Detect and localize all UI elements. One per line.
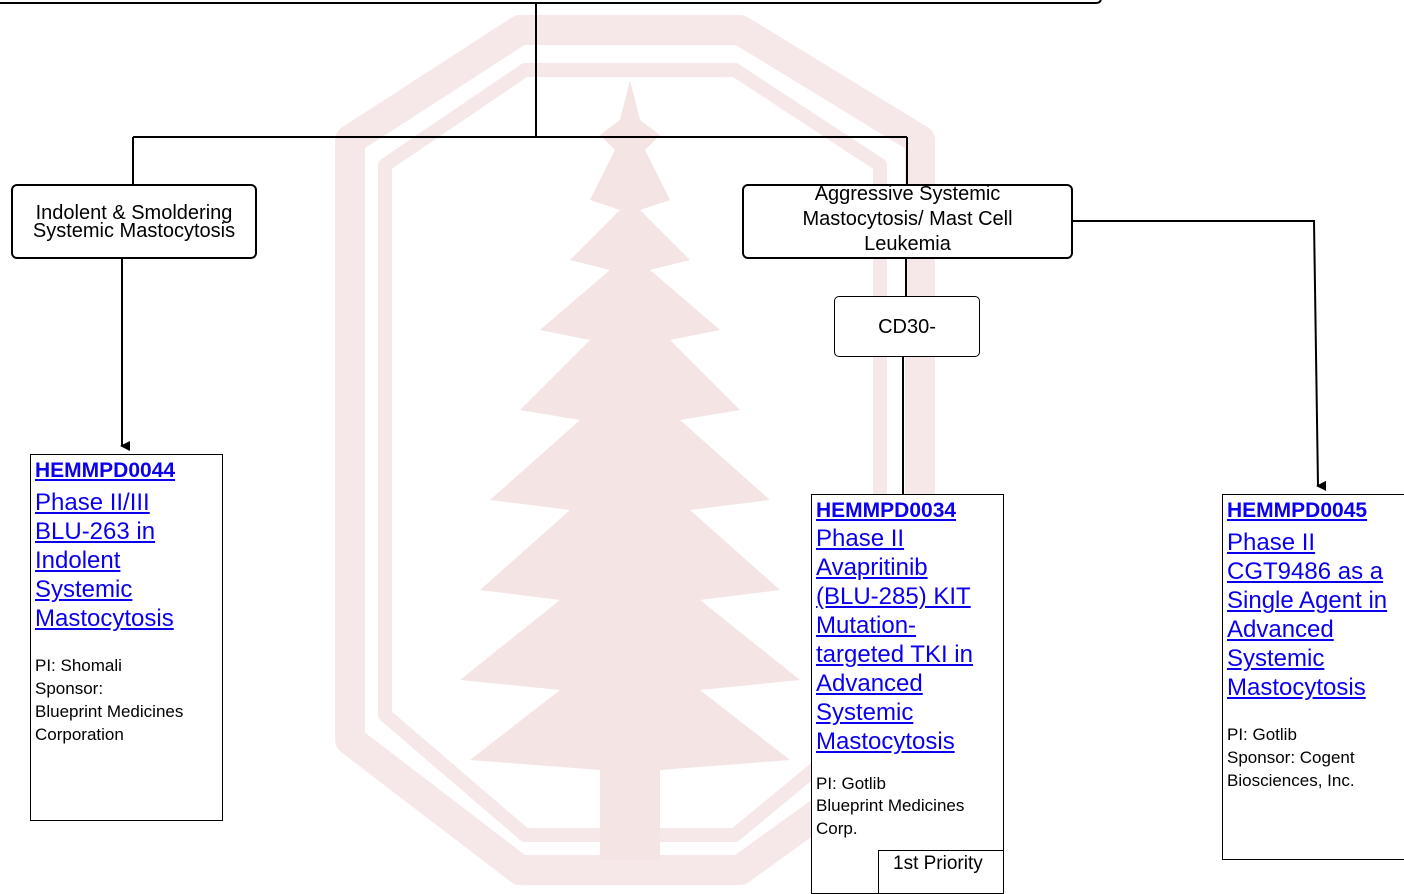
trial-meta-hemmpd0045: PI: Gotlib Sponsor: Cogent Biosciences, …: [1227, 724, 1404, 793]
trial-title-line: Single Agent in: [1227, 587, 1388, 615]
trial-title-link-hemmpd0044[interactable]: Phase II/III BLU-263 in Indolent Systemi…: [35, 488, 218, 633]
trial-title-line: Phase II/III: [35, 489, 150, 517]
aggressive-node-line-1: Aggressive Systemic: [814, 183, 1001, 205]
trial-meta-line: PI: Gotlib: [1227, 725, 1297, 745]
trial-title-line: Systemic: [35, 576, 133, 604]
trial-title-line: Systemic: [816, 699, 914, 727]
cd30-label: CD30-: [878, 315, 936, 338]
cd30-negative-node: CD30-: [834, 296, 980, 357]
indolent-node-line-1: Indolent & Smoldering: [35, 201, 233, 224]
trial-id-link-hemmpd0034[interactable]: HEMMPD0034: [816, 499, 957, 522]
trial-title-line: Avapritinib: [816, 554, 928, 582]
trial-meta-line: Corp.: [816, 819, 858, 839]
priority-label: 1st Priority: [893, 853, 983, 874]
watermark-octagon-inner: [378, 63, 887, 842]
trial-meta-hemmpd0044: PI: Shomali Sponsor: Blueprint Medicines…: [35, 655, 218, 747]
trial-title-line: CGT9486 as a: [1227, 558, 1384, 586]
trial-title-line: Mastocytosis: [816, 728, 955, 756]
trial-title-line: Mastocytosis: [35, 605, 174, 633]
trial-meta-hemmpd0034: PI: Gotlib Blueprint Medicines Corp.: [816, 773, 999, 842]
trial-card-hemmpd0044: HEMMPD0044 Phase II/III BLU-263 in Indol…: [30, 454, 223, 821]
watermark-tree-shape: [460, 80, 800, 860]
trial-title-line: Mastocytosis: [1227, 674, 1366, 702]
trial-title-line: Indolent: [35, 547, 121, 575]
trial-card-hemmpd0045: HEMMPD0045 Phase II CGT9486 as a Single …: [1222, 494, 1404, 860]
priority-badge-hemmpd0034: 1st Priority: [878, 850, 1004, 894]
trial-card-hemmpd0034: HEMMPD0034 Phase II Avapritinib (BLU-285…: [811, 494, 1004, 894]
trial-title-line: targeted TKI in: [816, 641, 973, 669]
trial-title-line: Advanced: [1227, 616, 1334, 644]
trial-title-line: Systemic: [1227, 645, 1325, 673]
trial-meta-line: Biosciences, Inc.: [1227, 771, 1355, 791]
trial-title-line: (BLU-285) KIT: [816, 583, 971, 611]
root-box-bottom-edge: [0, 0, 1102, 4]
trial-meta-line: PI: Gotlib: [816, 773, 886, 793]
trial-id-link-hemmpd0045[interactable]: HEMMPD0045: [1227, 499, 1368, 522]
aggressive-node-line-3: Leukemia: [864, 233, 951, 255]
trial-meta-line: Corporation: [35, 725, 124, 745]
trial-meta-line: Blueprint Medicines: [816, 796, 965, 816]
trial-meta-line: Sponsor:: [35, 679, 104, 699]
indolent-systemic-mastocytosis-node: Indolent & Smoldering Systemic Mastocyto…: [11, 184, 257, 259]
aggressive-to-hemmpd0045-arrow: [1072, 220, 1327, 491]
aggressive-node-line-2: Mastocytosis/ Mast Cell: [802, 208, 1013, 230]
trial-title-line: BLU-263 in: [35, 518, 156, 546]
trial-title-link-hemmpd0045[interactable]: Phase II CGT9486 as a Single Agent in Ad…: [1227, 528, 1404, 702]
trial-title-line: Phase II: [816, 525, 905, 553]
trial-meta-line: PI: Shomali: [35, 656, 122, 676]
trial-id-link-hemmpd0044[interactable]: HEMMPD0044: [35, 459, 176, 482]
aggressive-systemic-mastocytosis-node: Aggressive Systemic Mastocytosis/ Mast C…: [742, 183, 1073, 259]
trial-title-line: Mutation-: [816, 612, 917, 640]
trial-meta-line: Blueprint Medicines: [35, 702, 184, 722]
trial-title-link-hemmpd0034[interactable]: Phase II Avapritinib (BLU-285) KIT Mutat…: [816, 524, 999, 756]
watermark-octagon-outer: [335, 15, 935, 885]
trial-meta-line: Sponsor: Cogent: [1227, 748, 1355, 768]
trial-title-line: Phase II: [1227, 529, 1316, 557]
trial-title-line: Advanced: [816, 670, 923, 698]
indolent-node-line-2: Systemic Mastocytosis: [32, 219, 236, 242]
